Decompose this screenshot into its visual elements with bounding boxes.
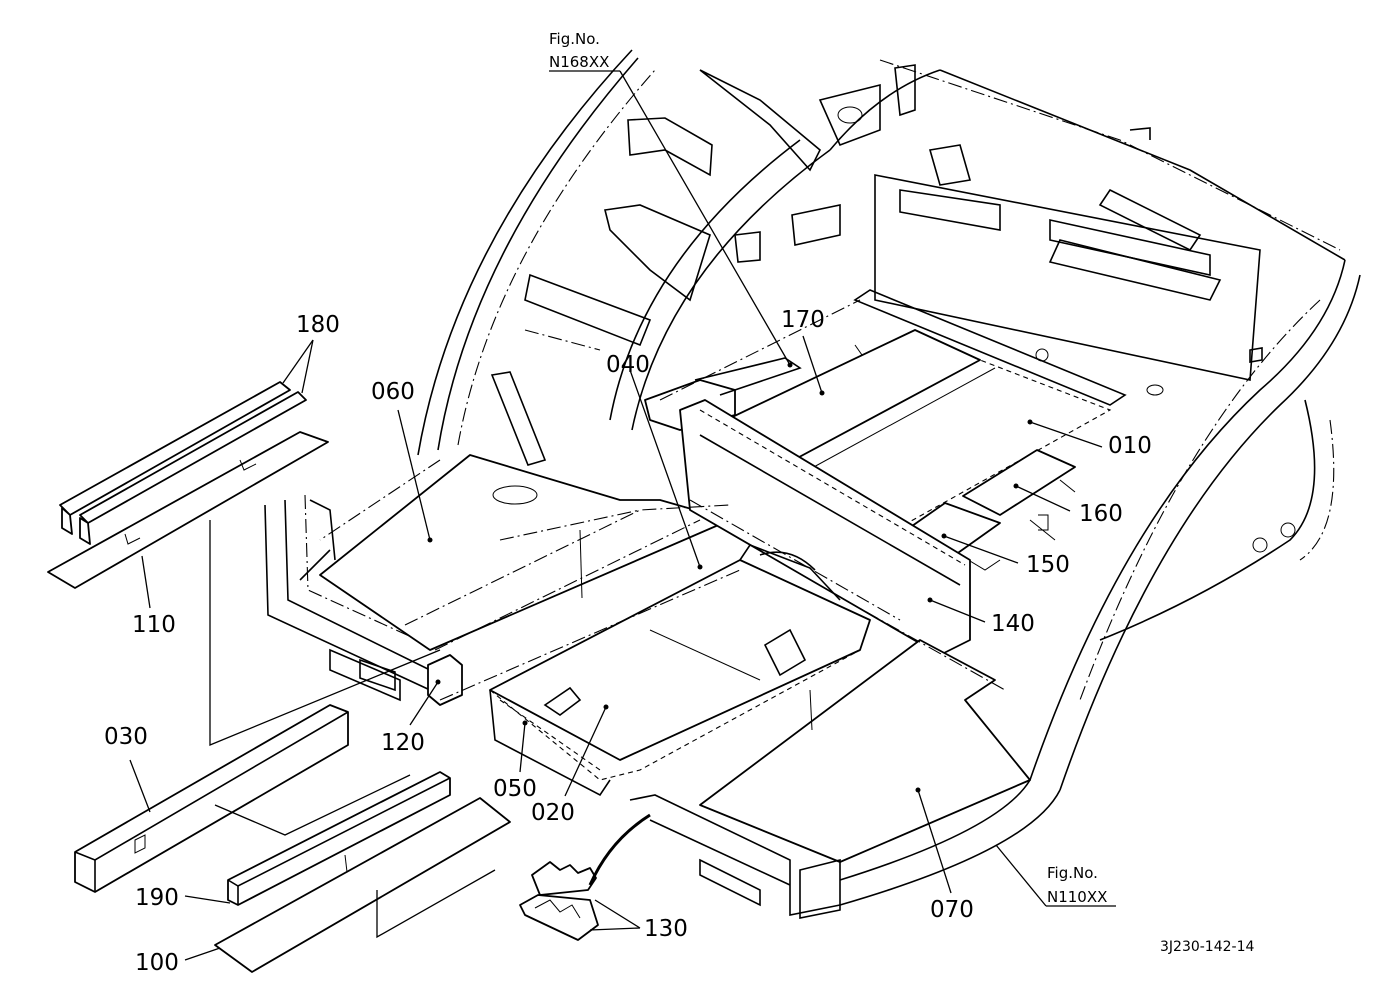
callout-160: 160: [1079, 501, 1123, 527]
callout-070: 070: [930, 897, 974, 923]
part-190-strip: [227, 771, 451, 906]
callout-180: 180: [296, 312, 340, 338]
fig-ref-bottom-line2: N110XX: [1047, 888, 1107, 906]
callout-120: 120: [381, 730, 425, 756]
part-100-mat-strip: [214, 797, 511, 973]
callout-140: 140: [991, 611, 1035, 637]
cabin-frame: [417, 49, 1361, 906]
figure-reference-top: Fig.No. N168XX: [549, 30, 609, 71]
callout-130: 130: [644, 916, 688, 942]
part-120-bracket: [427, 654, 463, 706]
part-110-trim-plate: [47, 431, 329, 589]
fig-ref-top-line2: N168XX: [549, 53, 609, 71]
callout-020: 020: [531, 800, 575, 826]
callout-010: 010: [1108, 433, 1152, 459]
callout-050: 050: [493, 776, 537, 802]
callout-060: 060: [371, 379, 415, 405]
part-160-plate: [962, 449, 1076, 516]
callout-100: 100: [135, 950, 179, 976]
fig-ref-top-line1: Fig.No.: [549, 30, 600, 48]
fig-ref-bottom-line1: Fig.No.: [1047, 864, 1098, 882]
drawing-code: 3J230-142-14: [1160, 939, 1254, 955]
figure-reference-bottom: Fig.No. N110XX: [1047, 864, 1107, 906]
front-sill: [629, 794, 841, 919]
leader-lines: [129, 70, 1116, 961]
part-180-trim-strips: [59, 381, 307, 545]
part-050-tunnel: [489, 544, 841, 797]
part-060-floor-mat-left: [319, 454, 731, 651]
part-030-front-panel: [74, 704, 349, 893]
part-020-center-floor: [489, 559, 871, 781]
callout-190: 190: [135, 885, 179, 911]
callout-040: 040: [606, 352, 650, 378]
callout-150: 150: [1026, 552, 1070, 578]
left-side-frame: [264, 494, 441, 702]
part-010-floor-base: [773, 359, 1112, 531]
callout-030: 030: [104, 724, 148, 750]
callout-170: 170: [781, 307, 825, 333]
assembly-chain-lines: [404, 299, 1006, 701]
part-130-grommets: [519, 813, 651, 941]
callout-110: 110: [132, 612, 176, 638]
leader-dots: [427, 362, 1033, 793]
part-140-cross-member: [679, 399, 971, 656]
